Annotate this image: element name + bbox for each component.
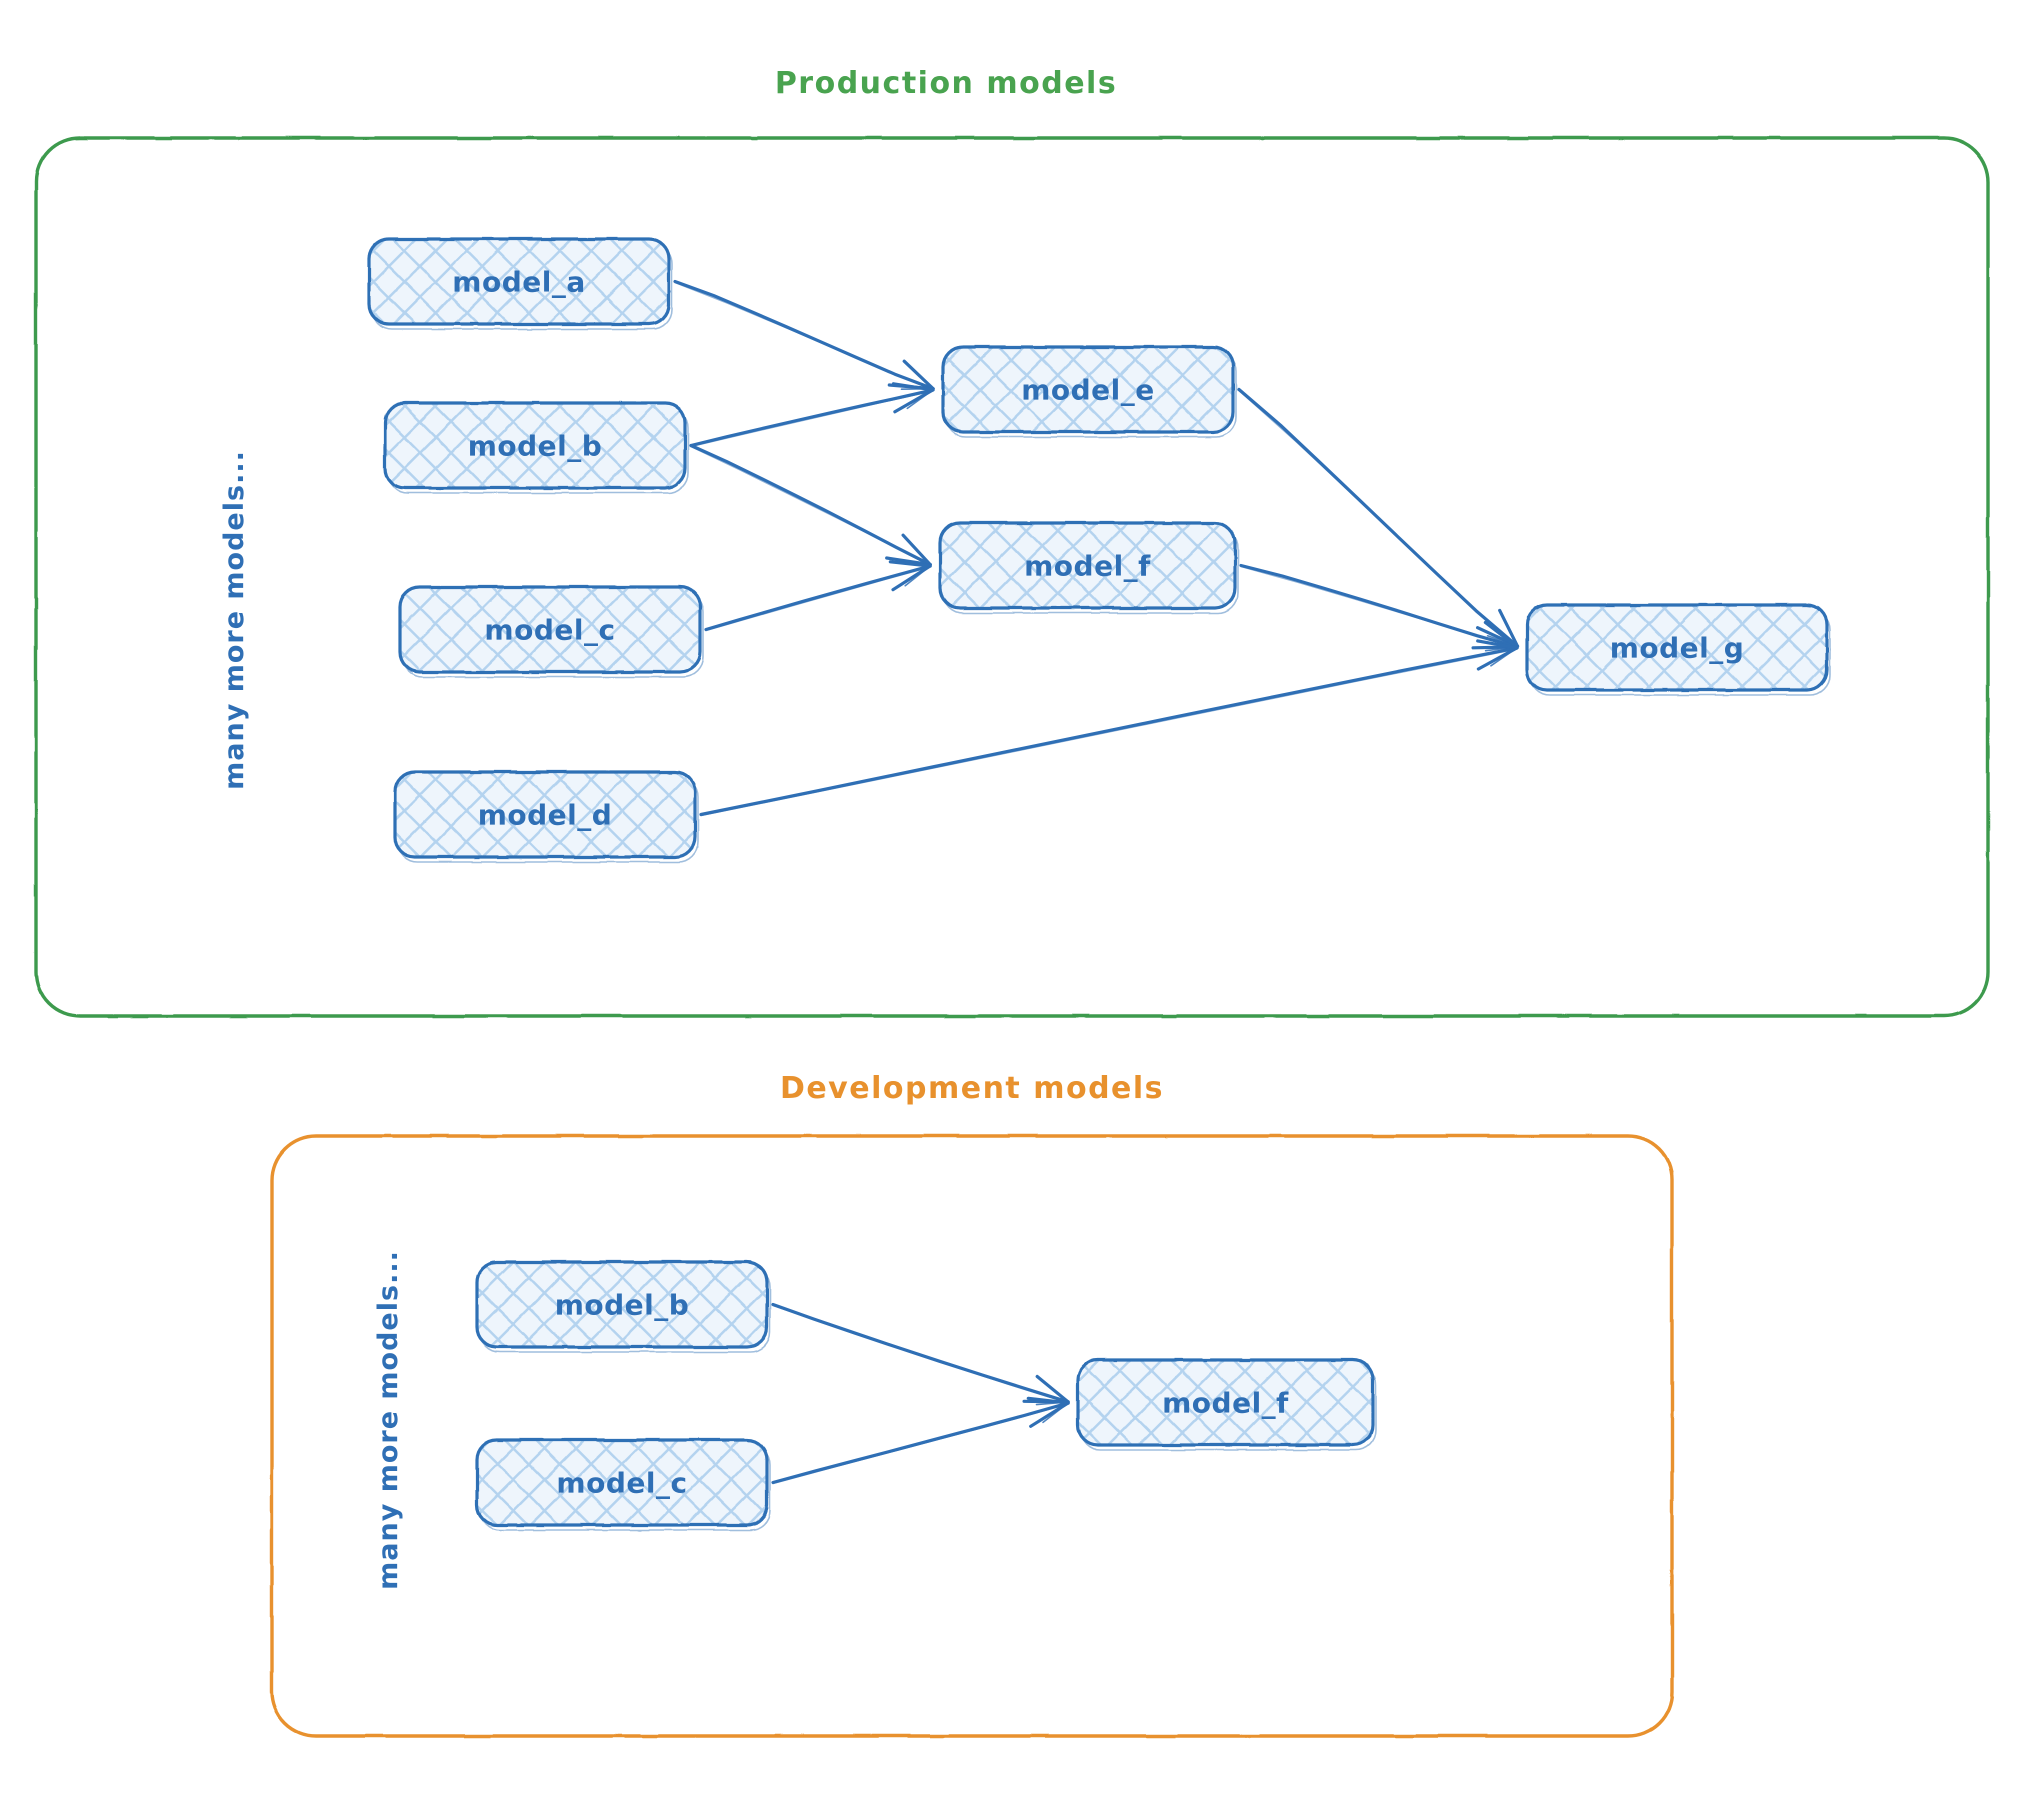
node-box[interactable] — [938, 521, 1237, 610]
node-label-dev_model_b: model_b — [555, 1289, 690, 1322]
group-development — [270, 1134, 1674, 1738]
group-title-development: Development models — [780, 1071, 1164, 1106]
group-border-production — [34, 136, 1990, 1018]
node-dev_model_c[interactable]: model_c — [475, 1438, 771, 1531]
node-dev_model_f[interactable]: model_f — [1076, 1358, 1377, 1451]
edge-model_c-to-model_f — [704, 560, 932, 632]
node-box[interactable] — [367, 237, 671, 326]
node-box[interactable] — [475, 1438, 769, 1527]
node-model_g[interactable]: model_g — [1525, 603, 1831, 696]
node-box[interactable] — [393, 770, 697, 859]
node-box[interactable] — [398, 585, 702, 674]
node-box[interactable] — [1076, 1358, 1375, 1447]
node-model_c[interactable]: model_c — [398, 585, 704, 678]
node-label-model_a: model_a — [452, 266, 585, 299]
side-label-production: many more models... — [219, 450, 250, 790]
node-label-model_d: model_d — [478, 799, 613, 832]
node-label-dev_model_f: model_f — [1162, 1387, 1289, 1420]
node-model_b[interactable]: model_b — [383, 401, 689, 494]
group-production — [34, 136, 1990, 1018]
edge-model_d-to-model_g — [699, 639, 1519, 817]
node-model_d[interactable]: model_d — [393, 770, 699, 863]
node-model_e[interactable]: model_e — [941, 345, 1237, 438]
group-border-development — [270, 1134, 1674, 1738]
node-label-model_b: model_b — [468, 430, 603, 463]
group-title-production: Production models — [775, 66, 1117, 101]
node-label-dev_model_c: model_c — [556, 1467, 687, 1500]
node-box[interactable] — [1525, 603, 1829, 692]
node-box[interactable] — [383, 401, 687, 490]
node-label-model_c: model_c — [484, 614, 615, 647]
edge-model_b-to-model_f — [689, 443, 932, 567]
node-label-model_g: model_g — [1610, 632, 1745, 665]
edge-model_a-to-model_e — [673, 279, 935, 391]
node-model_a[interactable]: model_a — [367, 237, 673, 330]
node-box[interactable] — [475, 1260, 769, 1349]
edge-dev_model_c-to-dev_model_f — [771, 1396, 1070, 1485]
node-label-model_f: model_f — [1024, 550, 1151, 583]
edge-model_e-to-model_g — [1237, 387, 1520, 648]
edge-model_b-to-model_e — [689, 382, 935, 448]
edge-model_f-to-model_g — [1239, 563, 1519, 652]
edge-dev_model_b-to-dev_model_f — [771, 1302, 1070, 1406]
node-box[interactable] — [941, 345, 1235, 434]
node-label-model_e: model_e — [1021, 374, 1155, 407]
side-label-development: many more models... — [373, 1250, 404, 1590]
node-model_f[interactable]: model_f — [938, 521, 1239, 614]
node-dev_model_b[interactable]: model_b — [475, 1260, 771, 1353]
